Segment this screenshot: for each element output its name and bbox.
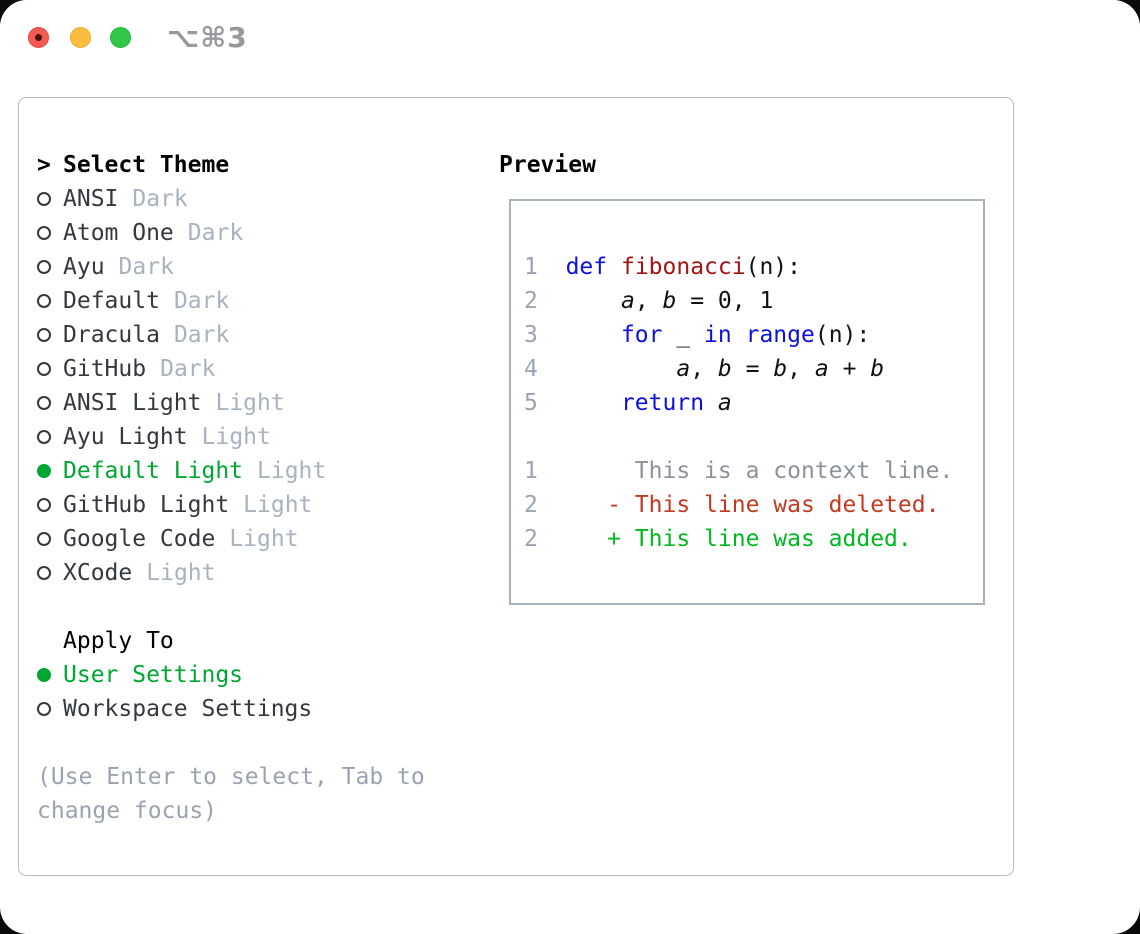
option-label: Dracula xyxy=(63,322,160,348)
titlebar: ⌥⌘3 xyxy=(0,0,1140,78)
variant-label: Light xyxy=(257,458,327,484)
option-label: ANSI Light xyxy=(63,390,202,416)
keyboard-hint: (Use Enter to select, Tab to change focu… xyxy=(37,764,425,824)
option-label: XCode xyxy=(63,560,133,586)
close-button[interactable] xyxy=(28,27,49,48)
variant-label: Light xyxy=(201,424,271,450)
option-label: GitHub Light xyxy=(63,492,230,518)
variant-label: Light xyxy=(243,492,313,518)
theme-option-ansi-light[interactable]: ANSI Light Light xyxy=(37,386,482,420)
radio-icon xyxy=(37,328,51,342)
theme-option-github[interactable]: GitHub Dark xyxy=(37,352,482,386)
variant-label: Dark xyxy=(132,186,188,212)
option-label: Ayu Light xyxy=(63,424,188,450)
select-theme-header: > Select Theme xyxy=(37,148,482,182)
option-label: Default xyxy=(63,288,160,314)
variant-label: Light xyxy=(215,390,285,416)
variant-label: Dark xyxy=(173,322,230,348)
zoom-button[interactable] xyxy=(110,27,131,48)
theme-option-default[interactable]: Default Dark xyxy=(37,284,482,318)
radio-icon xyxy=(37,192,51,206)
option-label: Default Light xyxy=(63,458,244,484)
apply-option-user-settings[interactable]: User Settings xyxy=(37,658,482,692)
radio-icon xyxy=(37,226,51,240)
radio-icon xyxy=(37,566,51,580)
theme-option-ayu-light[interactable]: Ayu Light Light xyxy=(37,420,482,454)
radio-icon xyxy=(37,498,51,512)
option-label: Atom One xyxy=(63,220,174,246)
option-label: User Settings xyxy=(63,662,244,688)
radio-selected-icon xyxy=(37,464,51,478)
radio-icon xyxy=(37,362,51,376)
radio-icon xyxy=(37,396,51,410)
option-label: Workspace Settings xyxy=(63,696,313,722)
option-label: GitHub xyxy=(63,356,147,382)
theme-option-ayu[interactable]: Ayu Dark xyxy=(37,250,482,284)
theme-option-atom-one[interactable]: Atom One Dark xyxy=(37,216,482,250)
option-label: ANSI xyxy=(63,186,119,212)
variant-label: Dark xyxy=(160,356,216,382)
radio-icon xyxy=(37,430,51,444)
option-label: Ayu xyxy=(63,254,105,280)
select-theme-header-label: Select Theme xyxy=(63,152,230,178)
variant-label: Dark xyxy=(118,254,174,280)
variant-label: Light xyxy=(146,560,216,586)
theme-option-xcode[interactable]: XCode Light xyxy=(37,556,482,590)
radio-icon xyxy=(37,294,51,308)
theme-option-dracula[interactable]: Dracula Dark xyxy=(37,318,482,352)
minimize-button[interactable] xyxy=(70,27,91,48)
variant-label: Light xyxy=(229,526,299,552)
variant-label: Dark xyxy=(173,288,230,314)
preview-code: 1 def fibonacci(n): 2 a, b = 0, 1 3 for … xyxy=(524,254,954,552)
theme-option-ansi[interactable]: ANSI Dark xyxy=(37,182,482,216)
theme-option-default-light[interactable]: Default Light Light xyxy=(37,454,482,488)
radio-icon xyxy=(37,260,51,274)
spacer xyxy=(37,590,482,624)
theme-option-github-light[interactable]: GitHub Light Light xyxy=(37,488,482,522)
apply-to-header: Apply To xyxy=(37,624,482,658)
preview-header: Preview xyxy=(499,152,596,178)
focus-caret-icon: > xyxy=(37,152,51,178)
radio-icon xyxy=(37,532,51,546)
theme-option-google-code[interactable]: Google Code Light xyxy=(37,522,482,556)
apply-to-label: Apply To xyxy=(63,628,174,654)
radio-selected-icon xyxy=(37,668,51,682)
radio-icon xyxy=(37,702,51,716)
variant-label: Dark xyxy=(187,220,244,246)
apply-option-workspace-settings[interactable]: Workspace Settings xyxy=(37,692,482,726)
window-title: ⌥⌘3 xyxy=(167,21,248,54)
preview-pane: 1 def fibonacci(n): 2 a, b = 0, 1 3 for … xyxy=(509,199,985,605)
option-label: Google Code xyxy=(63,526,216,552)
spacer xyxy=(37,726,482,760)
